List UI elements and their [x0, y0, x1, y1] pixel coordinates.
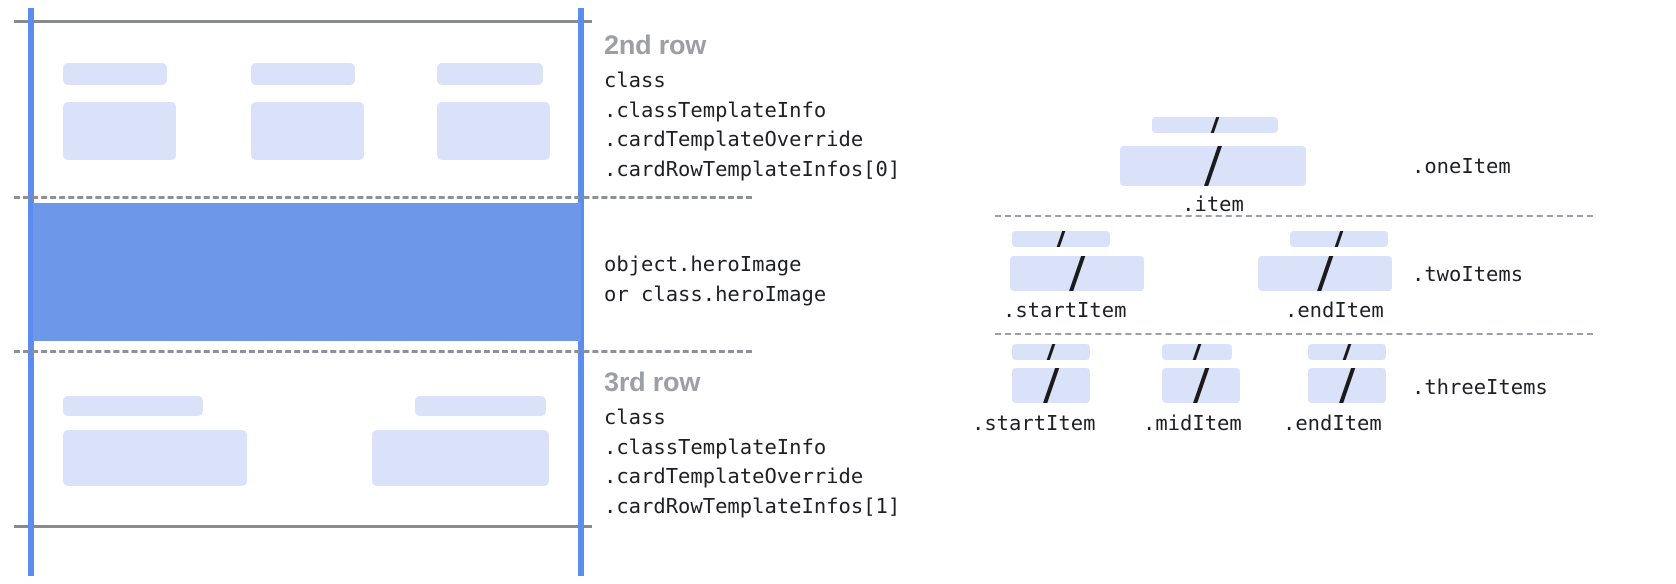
slash-mark-icon [1201, 146, 1225, 186]
slot-label-row3-col1 [63, 396, 203, 416]
two-items-end-caption: .endItem [1285, 298, 1384, 322]
slash-mark-icon [1191, 344, 1203, 360]
third-row-code-line-2: .classTemplateInfo [604, 434, 827, 459]
slot-value-col3 [437, 102, 550, 160]
slash-mark-icon [1041, 368, 1061, 403]
row-separator-upper [14, 196, 752, 199]
hero-row-code-line-2: or class.heroImage [604, 281, 827, 306]
two-items-start-label-chip [1012, 231, 1110, 247]
row-separator-lower [14, 350, 752, 353]
variant-separator-lower [995, 333, 1593, 335]
one-item-group-label: .oneItem [1412, 154, 1511, 178]
two-items-start-value-chip [1010, 256, 1144, 291]
three-items-mid-caption: .midItem [1143, 411, 1242, 435]
third-row-code-line-4: .cardRowTemplateInfos[1] [604, 494, 901, 519]
three-items-mid-value-chip [1162, 368, 1240, 403]
third-row-title: 3rd row [604, 367, 701, 397]
second-row-code-line-3: .cardTemplateOverride [604, 127, 864, 152]
slash-mark-icon [1341, 344, 1353, 360]
three-items-start-label-chip [1012, 344, 1090, 360]
card-top-border [14, 20, 592, 23]
slot-value-row3-col1 [63, 430, 247, 486]
hero-image-band [33, 203, 581, 341]
three-items-group-label: .threeItems [1412, 375, 1548, 399]
variant-separator-upper [995, 215, 1593, 217]
third-row-annotation: 3rd row class .classTemplateInfo .cardTe… [604, 367, 900, 522]
slash-mark-icon [1045, 344, 1057, 360]
slash-mark-icon [1209, 117, 1221, 133]
one-item-value-chip [1120, 146, 1306, 186]
slot-label-col3 [437, 63, 543, 85]
three-items-mid-label-chip [1162, 344, 1232, 360]
three-items-start-caption: .startItem [972, 411, 1096, 435]
card-bottom-border [14, 525, 592, 528]
slash-mark-icon [1055, 231, 1067, 247]
three-items-end-value-chip [1308, 368, 1386, 403]
hero-row-annotation: object.heroImage or class.heroImage [604, 250, 826, 309]
slot-label-col2 [251, 63, 355, 85]
two-items-start-caption: .startItem [1003, 298, 1127, 322]
slash-mark-icon [1337, 368, 1357, 403]
slot-label-row3-col2 [415, 396, 546, 416]
two-items-end-value-chip [1258, 256, 1392, 291]
two-items-end-label-chip [1290, 231, 1388, 247]
third-row-code-line-3: .cardTemplateOverride [604, 464, 864, 489]
slash-mark-icon [1333, 231, 1345, 247]
slot-value-col1 [63, 102, 176, 160]
second-row-code-line-4: .cardRowTemplateInfos[0] [604, 157, 901, 182]
second-row-code-line-1: class [604, 68, 666, 92]
hero-row-code-line-1: object.heroImage [604, 252, 802, 276]
two-items-group-label: .twoItems [1412, 262, 1524, 286]
slot-value-row3-col2 [372, 430, 549, 486]
one-item-label-chip [1152, 117, 1278, 133]
second-row-code-line-2: .classTemplateInfo [604, 97, 827, 122]
three-items-start-value-chip [1012, 368, 1090, 403]
slot-label-col1 [63, 63, 167, 85]
three-items-end-label-chip [1308, 344, 1386, 360]
three-items-end-caption: .endItem [1283, 411, 1382, 435]
slot-value-col2 [251, 102, 364, 160]
slash-mark-icon [1067, 256, 1087, 291]
second-row-title: 2nd row [604, 30, 707, 60]
third-row-code-line-1: class [604, 405, 666, 429]
slash-mark-icon [1315, 256, 1335, 291]
card-left-guide-line [28, 8, 34, 576]
item-variants-diagram: .item .oneItem .startItem .endItem .twoI… [940, 0, 1676, 584]
card-right-guide-line [578, 8, 584, 576]
one-item-caption: .item [1182, 192, 1244, 216]
slash-mark-icon [1191, 368, 1211, 403]
card-anatomy-diagram [0, 0, 752, 584]
second-row-annotation: 2nd row class .classTemplateInfo .cardTe… [604, 30, 900, 185]
